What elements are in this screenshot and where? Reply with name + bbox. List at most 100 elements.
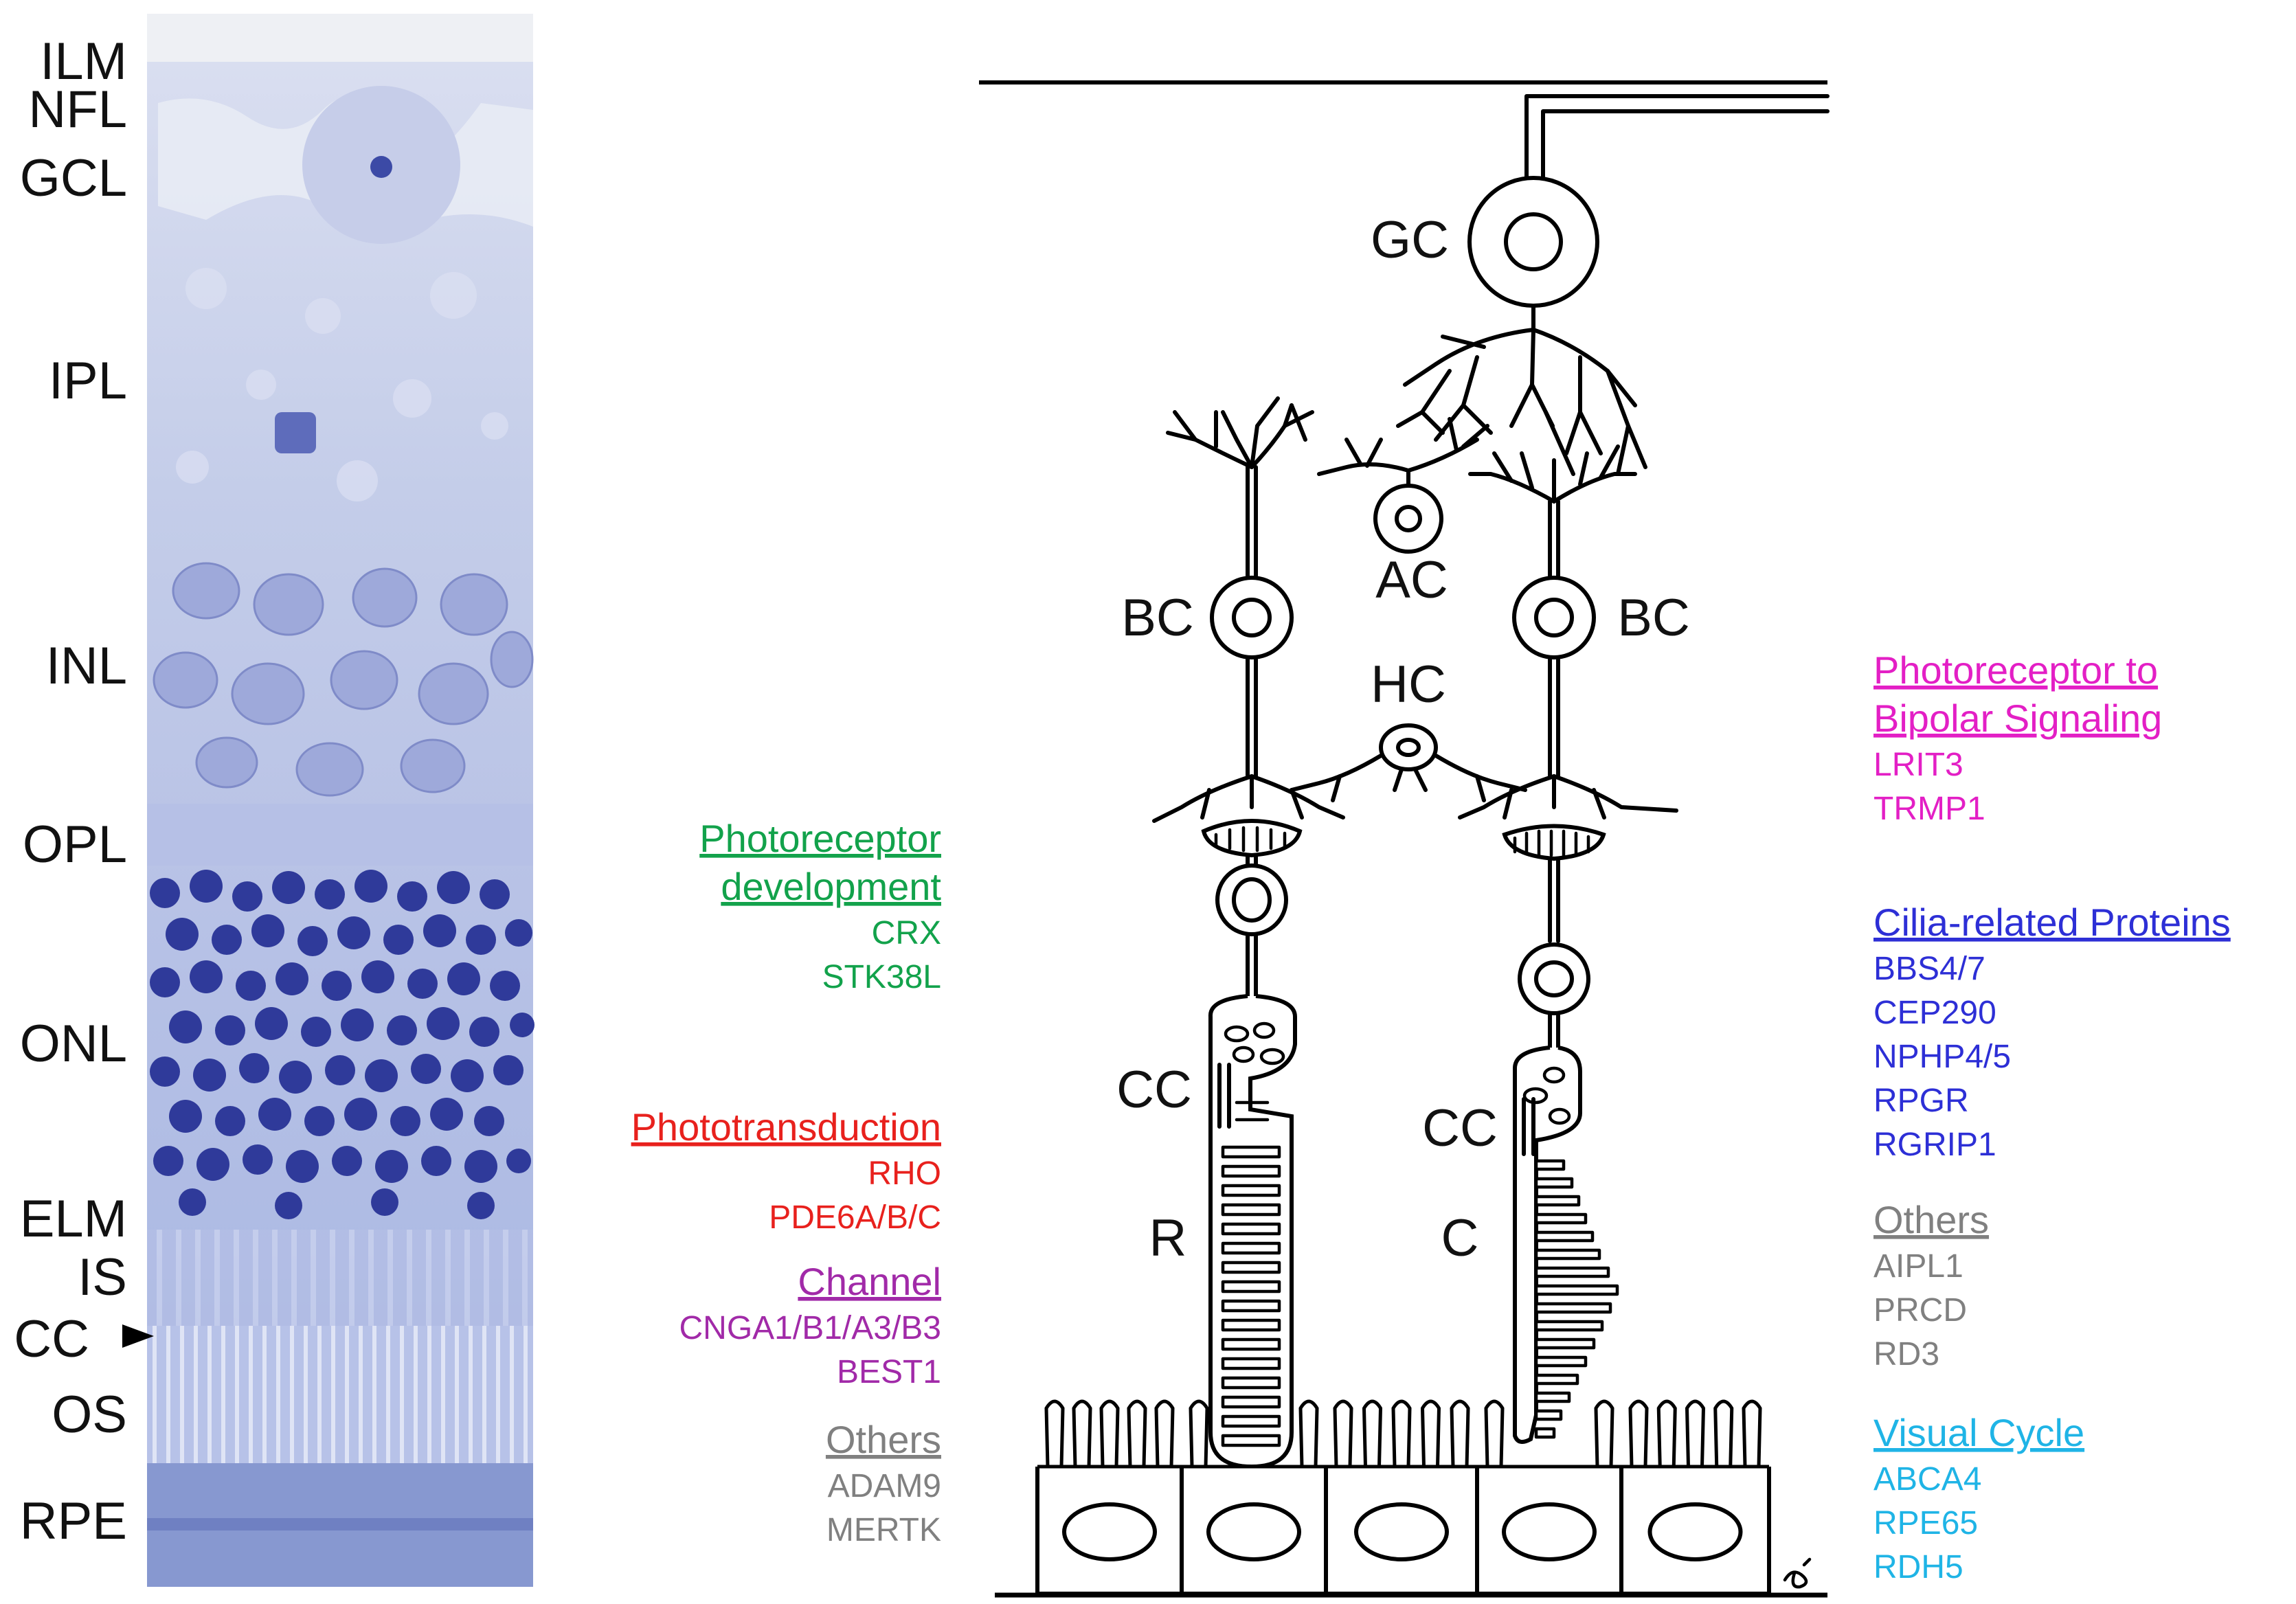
right-gene-others: PRCD bbox=[1873, 1292, 1967, 1329]
onl-nuclei bbox=[150, 870, 534, 1219]
rpe-microvillus bbox=[1713, 1399, 1734, 1467]
bipolar-cell-right-nucleus bbox=[1534, 598, 1574, 637]
inner-segment-band bbox=[147, 1230, 533, 1326]
cone-disc bbox=[1534, 1427, 1556, 1439]
rpe-microvillus bbox=[1656, 1399, 1677, 1467]
right-gene-visual_cycle: RPE65 bbox=[1873, 1505, 1978, 1541]
cone-disc bbox=[1534, 1177, 1574, 1189]
rpe-microvillus bbox=[1127, 1399, 1147, 1467]
right-category-title-cilia: Cilia-related Proteins bbox=[1873, 901, 2231, 944]
horizontal-cell-processes bbox=[1290, 754, 1527, 802]
rpe-nucleus bbox=[1206, 1502, 1301, 1561]
amacrine-cell bbox=[1373, 484, 1443, 554]
layer-label-os: OS bbox=[52, 1386, 127, 1444]
ganglion-cell-nucleolus bbox=[370, 156, 392, 178]
rod-disc bbox=[1221, 1280, 1281, 1294]
rod-connecting-cilium bbox=[1217, 1063, 1231, 1129]
right-gene-bipolar_signaling: TRMP1 bbox=[1873, 791, 1985, 827]
histology-panel bbox=[147, 14, 534, 1587]
cone-disc bbox=[1534, 1355, 1588, 1368]
rod-disc bbox=[1221, 1241, 1281, 1255]
cone-disc bbox=[1534, 1284, 1619, 1296]
layer-label-elm: ELM bbox=[20, 1190, 127, 1248]
rod-disc bbox=[1221, 1434, 1281, 1447]
rod-nucleus bbox=[1232, 877, 1272, 923]
ipl-texture bbox=[176, 268, 508, 501]
rpe-microvillus bbox=[1628, 1399, 1649, 1467]
ganglion-axon-inner bbox=[1541, 109, 1830, 205]
rod-spherule bbox=[1201, 819, 1303, 858]
rpe-microvillus bbox=[1484, 1399, 1505, 1467]
left-category-title-phototransduction: Phototransduction bbox=[631, 1105, 941, 1149]
right-gene-cilia: RPGR bbox=[1873, 1083, 1969, 1119]
rod-cell-body bbox=[1215, 863, 1288, 936]
rod-disc bbox=[1221, 1184, 1281, 1197]
bipolar-left-axon-terminal bbox=[1166, 396, 1314, 469]
rod-inner-fiber bbox=[1246, 932, 1258, 998]
layer-label-inl: INL bbox=[46, 637, 127, 695]
layer-label-onl: ONL bbox=[20, 1015, 127, 1073]
rpe-cell bbox=[1180, 1467, 1328, 1596]
rpe-microvillus bbox=[1099, 1399, 1120, 1467]
rod-disc bbox=[1221, 1395, 1281, 1409]
cone-disc bbox=[1534, 1248, 1601, 1261]
right-category-title-others: Others bbox=[1873, 1198, 1989, 1241]
layer-label-rpe: RPE bbox=[20, 1492, 127, 1550]
rpe-nucleus bbox=[1647, 1502, 1743, 1561]
cone-axon bbox=[1548, 857, 1560, 943]
bipolar-cell-left-nucleus bbox=[1232, 598, 1272, 637]
right-gene-others: AIPL1 bbox=[1873, 1248, 1963, 1285]
rod-disc bbox=[1221, 1337, 1281, 1351]
layer-label-nfl: NFL bbox=[28, 80, 127, 139]
layer-label-ilm: ILM bbox=[40, 32, 127, 91]
right-category-title-visual_cycle: Visual Cycle bbox=[1873, 1411, 2084, 1454]
ganglion-axon bbox=[1524, 94, 1830, 205]
amacrine-cell-nucleus bbox=[1395, 505, 1422, 532]
label-bc-left: BC bbox=[1121, 589, 1194, 647]
rpe-microvillus bbox=[1685, 1399, 1706, 1467]
horizontal-cell bbox=[1379, 723, 1438, 771]
cone-synaptic-ribbons bbox=[1513, 829, 1590, 857]
layer-label-is: IS bbox=[78, 1248, 127, 1307]
cone-inner-fiber bbox=[1548, 1011, 1560, 1050]
rpe-microvillus bbox=[1044, 1399, 1065, 1467]
rpe-microvillus bbox=[1333, 1399, 1353, 1467]
label-cc-rod: CC bbox=[1116, 1061, 1192, 1119]
label-cc-cone: CC bbox=[1422, 1099, 1498, 1157]
rpe-microvillus bbox=[1420, 1399, 1441, 1467]
rod-discs bbox=[1221, 1100, 1281, 1447]
rpe-microvillus bbox=[1189, 1399, 1209, 1467]
cone-disc bbox=[1534, 1373, 1579, 1386]
rod-disc bbox=[1221, 1318, 1281, 1332]
inl-nuclei bbox=[153, 562, 534, 797]
rpe-nucleus bbox=[1354, 1502, 1449, 1561]
outer-segment-band bbox=[147, 1326, 533, 1463]
rpe-microvillus bbox=[1594, 1399, 1614, 1467]
layer-label-cc: CC bbox=[14, 1310, 89, 1368]
rod-disc bbox=[1221, 1414, 1281, 1428]
rod-disc bbox=[1221, 1203, 1281, 1217]
right-gene-cilia: RGRIP1 bbox=[1873, 1127, 1996, 1163]
rod-disc bbox=[1221, 1145, 1281, 1159]
cone-cell-body bbox=[1518, 942, 1590, 1015]
left-category-title-development: Photoreceptor bbox=[699, 817, 941, 860]
rod-disc bbox=[1221, 1357, 1281, 1370]
ganglion-cell bbox=[1467, 176, 1599, 308]
rpe-nucleus bbox=[1062, 1502, 1157, 1561]
left-gene-development: STK38L bbox=[822, 959, 941, 995]
ganglion-cell-nucleus bbox=[1504, 212, 1563, 271]
ganglion-dendrites bbox=[1396, 304, 1647, 476]
label-bc-right: BC bbox=[1617, 589, 1690, 647]
left-category-title-channel: Channel bbox=[798, 1260, 941, 1303]
rpe-microvillus bbox=[1298, 1399, 1319, 1467]
left-category-title-others: Others bbox=[826, 1418, 941, 1461]
left-gene-phototransduction: RHO bbox=[868, 1155, 941, 1192]
left-gene-channel: CNGA1/B1/A3/B3 bbox=[679, 1310, 941, 1346]
rpe-microvillus bbox=[1742, 1399, 1762, 1467]
amacrine-dendrites bbox=[1317, 417, 1489, 488]
left-gene-channel: BEST1 bbox=[837, 1354, 941, 1390]
cone-disc bbox=[1534, 1212, 1588, 1225]
rpe-cell bbox=[1475, 1467, 1623, 1596]
